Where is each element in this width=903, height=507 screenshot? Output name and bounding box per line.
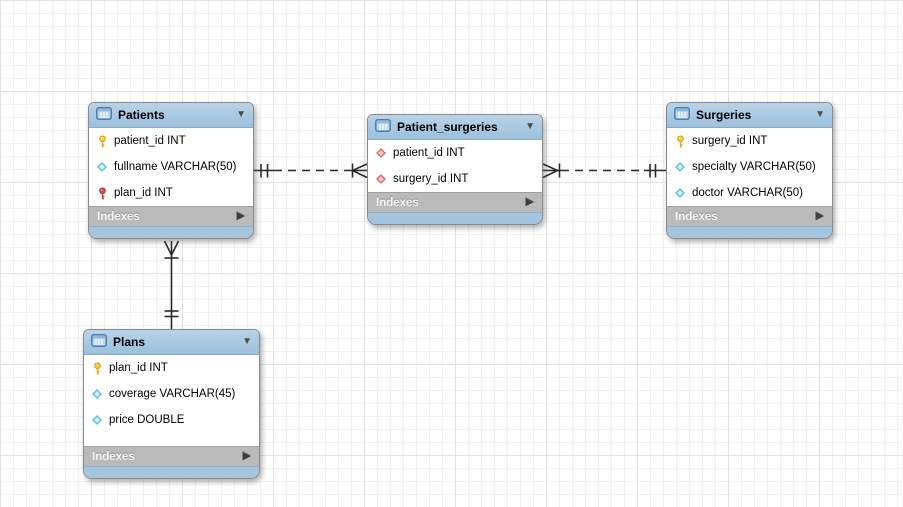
column-label: surgery_id INT (692, 135, 768, 147)
table-footer (667, 226, 832, 238)
column-icon (91, 415, 103, 425)
table-footer (89, 226, 253, 238)
foreign-key-diamond-icon (375, 174, 387, 184)
primary-key-icon (674, 134, 686, 148)
table-surgeries-header[interactable]: Surgeries ▼ (667, 103, 832, 128)
table-surgeries[interactable]: Surgeries ▼ surgery_id INT specialty VAR… (666, 102, 833, 239)
table-icon (96, 107, 112, 123)
table-icon (91, 334, 107, 350)
column-label: plan_id INT (114, 187, 173, 199)
column-label: patient_id INT (393, 147, 465, 159)
table-title: Patient_surgeries (397, 120, 498, 134)
indexes-label: Indexes (92, 450, 135, 463)
indexes-bar[interactable]: Indexes ▶ (368, 192, 542, 212)
table-patients-header[interactable]: Patients ▼ (89, 103, 253, 128)
column-label: price DOUBLE (109, 414, 185, 426)
row-specialty[interactable]: specialty VARCHAR(50) (667, 154, 832, 180)
row-plan-id[interactable]: plan_id INT (84, 355, 259, 381)
table-patients[interactable]: Patients ▼ patient_id INT fullname VARCH… (88, 102, 254, 239)
column-label: patient_id INT (114, 135, 186, 147)
table-icon (375, 119, 391, 135)
column-icon (96, 162, 108, 172)
indexes-bar[interactable]: Indexes ▶ (89, 206, 253, 226)
table-plans[interactable]: Plans ▼ plan_id INT coverage VARCHAR(45)… (83, 329, 260, 479)
primary-key-icon (91, 361, 103, 375)
table-footer (368, 212, 542, 224)
table-title: Plans (113, 335, 146, 349)
row-doctor[interactable]: doctor VARCHAR(50) (667, 180, 832, 206)
indexes-label: Indexes (376, 196, 419, 209)
row-price[interactable]: price DOUBLE (84, 407, 259, 433)
column-label: plan_id INT (109, 362, 168, 374)
expand-arrow-icon[interactable]: ▶ (815, 210, 824, 222)
collapse-arrow-icon[interactable]: ▼ (815, 109, 825, 120)
expand-arrow-icon[interactable]: ▶ (525, 196, 534, 208)
expand-arrow-icon[interactable]: ▶ (236, 210, 245, 222)
column-icon (674, 162, 686, 172)
row-coverage[interactable]: coverage VARCHAR(45) (84, 381, 259, 407)
expand-arrow-icon[interactable]: ▶ (242, 450, 251, 462)
column-label: surgery_id INT (393, 173, 469, 185)
relationship-patient-surgeries-surgeries[interactable] (542, 163, 666, 179)
row-fullname[interactable]: fullname VARCHAR(50) (89, 154, 253, 180)
row-surgery-id[interactable]: surgery_id INT (368, 166, 542, 192)
collapse-arrow-icon[interactable]: ▼ (236, 109, 246, 120)
table-title: Surgeries (696, 108, 752, 122)
row-patient-id[interactable]: patient_id INT (368, 140, 542, 166)
foreign-key-icon (96, 186, 108, 200)
relationship-patients-patient-surgeries[interactable] (254, 163, 368, 179)
row-surgery-id[interactable]: surgery_id INT (667, 128, 832, 154)
table-icon (674, 107, 690, 123)
indexes-bar[interactable]: Indexes ▶ (84, 446, 259, 466)
column-label: fullname VARCHAR(50) (114, 161, 237, 173)
table-patient-surgeries[interactable]: Patient_surgeries ▼ patient_id INT surge… (367, 114, 543, 225)
indexes-bar[interactable]: Indexes ▶ (667, 206, 832, 226)
column-icon (91, 389, 103, 399)
indexes-label: Indexes (97, 210, 140, 223)
column-label: doctor VARCHAR(50) (692, 187, 803, 199)
table-plans-header[interactable]: Plans ▼ (84, 330, 259, 355)
column-icon (674, 188, 686, 198)
column-label: coverage VARCHAR(45) (109, 388, 236, 400)
primary-key-icon (96, 134, 108, 148)
row-plan-id[interactable]: plan_id INT (89, 180, 253, 206)
relationship-patients-plans[interactable] (163, 240, 180, 330)
indexes-label: Indexes (675, 210, 718, 223)
table-patient-surgeries-header[interactable]: Patient_surgeries ▼ (368, 115, 542, 140)
collapse-arrow-icon[interactable]: ▼ (242, 336, 252, 347)
collapse-arrow-icon[interactable]: ▼ (525, 121, 535, 132)
row-patient-id[interactable]: patient_id INT (89, 128, 253, 154)
table-footer (84, 466, 259, 478)
table-title: Patients (118, 108, 165, 122)
column-label: specialty VARCHAR(50) (692, 161, 816, 173)
foreign-key-diamond-icon (375, 148, 387, 158)
